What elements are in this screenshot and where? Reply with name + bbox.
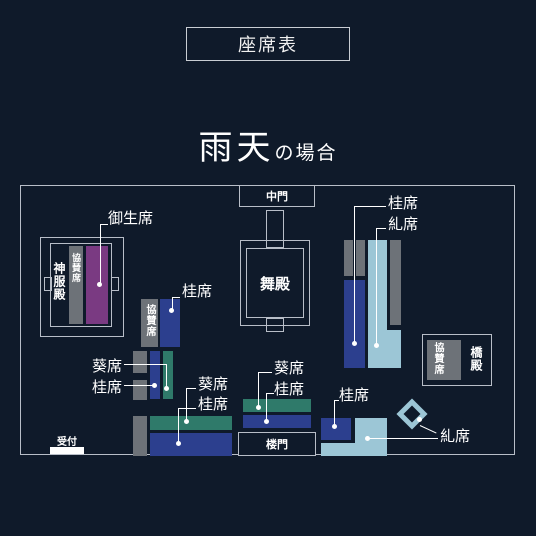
- tadasu-seat-right: [368, 240, 387, 368]
- heading-sub: の場合: [274, 142, 338, 164]
- aoi-seat-bottom-label: 葵席: [198, 375, 229, 393]
- aoi-seat-center-label: 葵席: [274, 359, 305, 377]
- kyosan-seat-bottom: [133, 416, 147, 456]
- tower-gate-label: 楼門: [266, 438, 288, 451]
- katsura-seat-left-label: 桂席: [92, 378, 123, 396]
- dance-hall-outer: [240, 240, 310, 326]
- shrine-hall-step-left: [44, 277, 52, 291]
- tower-gate: 楼門: [238, 432, 316, 456]
- kyosan-seat-bridge: [427, 340, 461, 380]
- katsura-seat-center-label: 桂席: [182, 282, 213, 300]
- tadasu-seat-diamond-label: 糺席: [440, 427, 471, 445]
- bridge-hall: [422, 334, 492, 386]
- dance-hall: 舞殿: [246, 248, 304, 318]
- dance-hall-label: 舞殿: [259, 274, 290, 293]
- katsura-seat-bottom-right: [321, 418, 351, 440]
- dance-hall-stairs-bottom: [266, 318, 284, 332]
- middle-gate: 中門: [239, 185, 315, 207]
- katsura-seat-center-bottom: [243, 415, 311, 428]
- scenario-heading: 雨天の場合: [0, 120, 536, 169]
- katsura-seat-center: [160, 299, 180, 347]
- kyosan-seat-bridge-label: 協賛席: [432, 342, 443, 375]
- shrine-hall: [50, 243, 112, 327]
- kyosan-seat-center-label: 協賛席: [144, 304, 155, 337]
- shrine-hall-outer: [40, 237, 124, 337]
- aoi-seat-small: [163, 351, 173, 399]
- katsura-seat-right-label: 桂席: [388, 194, 419, 212]
- kyosan-seat-right-2: [356, 240, 365, 276]
- aoi-seat-center-bottom: [243, 399, 311, 412]
- tadasu-seat-bottom-right-2: [355, 418, 387, 443]
- kyosan-seat-small-2: [133, 380, 147, 400]
- kyosan-seat-right-1: [344, 240, 353, 276]
- kyosan-seat-small: [133, 351, 147, 373]
- shrine-hall-label: 神服殿: [52, 262, 66, 301]
- misho-seat-label: 御生席: [108, 209, 154, 227]
- aoi-seat-bottom: [150, 416, 232, 430]
- page-title: 座席表: [238, 35, 298, 56]
- kyosan-seat-right-3: [390, 240, 401, 325]
- katsura-seat-center-label-2: 桂席: [274, 380, 305, 398]
- aoi-seat-left-label: 葵席: [92, 357, 123, 375]
- katsura-seat-bottom-right-label: 桂席: [339, 386, 370, 404]
- reception-marker: [50, 447, 84, 454]
- heading-main: 雨天: [198, 128, 275, 168]
- tadasu-seat-right-extend: [387, 330, 401, 368]
- kyosan-seat-shrine: [69, 246, 83, 324]
- shrine-hall-step-right: [111, 277, 119, 291]
- kyosan-seat-center: [141, 299, 158, 347]
- middle-gate-label: 中門: [266, 190, 288, 203]
- bridge-hall-label: 橋殿: [469, 346, 483, 372]
- kyosan-seat-shrine-label: 協賛席: [70, 253, 80, 283]
- tadasu-seat-right-label: 糺席: [388, 215, 419, 233]
- katsura-seat-bottom: [150, 433, 232, 456]
- tadasu-seat-bottom-right: [321, 443, 387, 456]
- page-title-box: 座席表: [186, 27, 350, 61]
- katsura-seat-bottom-label: 桂席: [198, 395, 229, 413]
- reception-label: 受付: [57, 437, 77, 448]
- katsura-seat-small: [150, 351, 160, 399]
- dance-hall-stairs-top: [266, 210, 284, 248]
